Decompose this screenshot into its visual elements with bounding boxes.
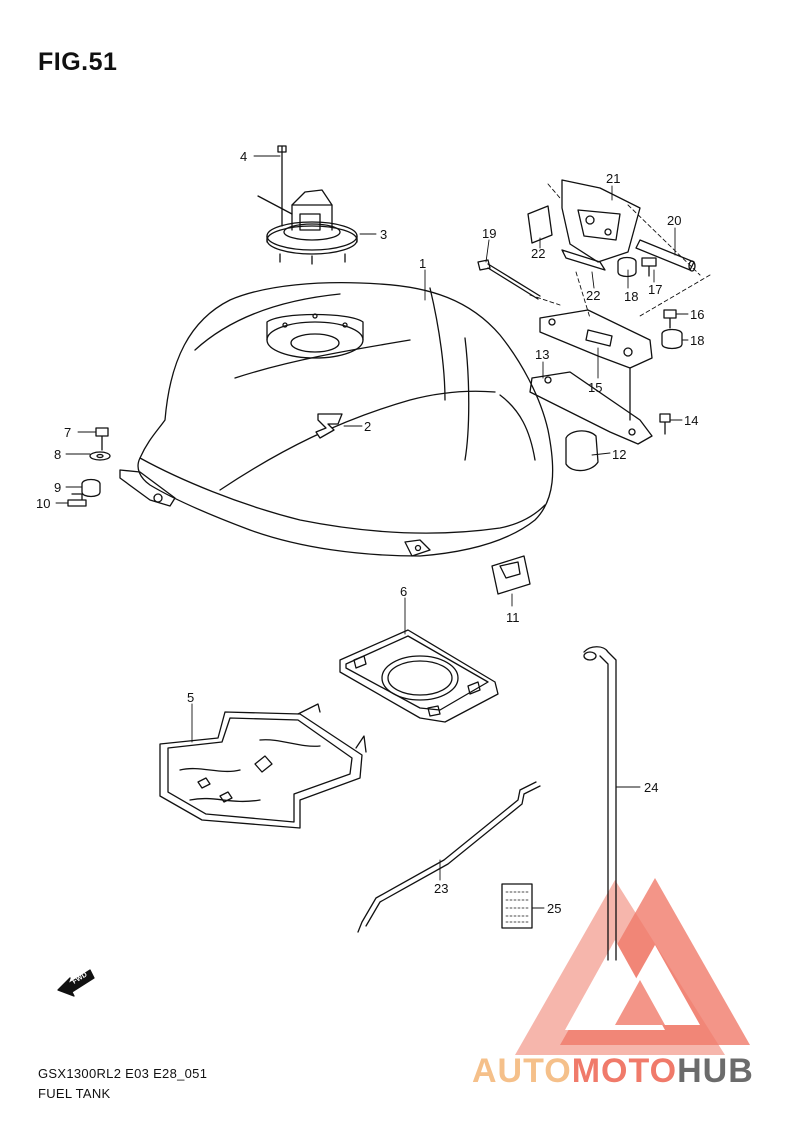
callout-labels: 1 2 3 4 5 6 7 8 9 10 11 12 13 14 15 16 1… <box>36 149 704 916</box>
hose-24 <box>583 646 617 961</box>
watermark-part1: AUTO <box>472 1052 572 1090</box>
cushion-11 <box>491 555 531 595</box>
leader-dashed-lines <box>529 183 711 319</box>
bolt-14 <box>659 413 671 435</box>
callout-leaders <box>55 155 689 909</box>
watermark-wordmark: AUTOMOTOHUB <box>472 1052 754 1090</box>
callout-20: 20 <box>667 213 681 228</box>
bolt-16 <box>663 309 677 329</box>
bolt-4 <box>277 145 287 227</box>
callout-12: 12 <box>612 447 626 462</box>
bolt-19 <box>477 259 541 300</box>
label-25 <box>501 883 533 929</box>
figure-title: FIG.51 <box>38 48 118 76</box>
grommet-18 <box>661 328 683 350</box>
figure-name: FUEL TANK <box>38 1086 111 1101</box>
callout-18a: 18 <box>624 289 638 304</box>
callout-3: 3 <box>380 227 387 242</box>
callout-21: 21 <box>606 171 620 186</box>
watermark-logo <box>515 878 750 1055</box>
callout-25: 25 <box>547 901 561 916</box>
fuel-cap <box>257 189 358 265</box>
fwd-arrow-icon: FWD <box>57 969 95 997</box>
callout-17: 17 <box>648 282 662 297</box>
plate-6 <box>339 629 499 723</box>
hinge-bracket <box>527 179 657 278</box>
callout-8: 8 <box>54 447 61 462</box>
callout-22a: 22 <box>531 246 545 261</box>
bolt-7 <box>95 427 109 451</box>
callout-10: 10 <box>36 496 50 511</box>
callout-14: 14 <box>684 413 698 428</box>
callout-5: 5 <box>187 690 194 705</box>
callout-24: 24 <box>644 780 658 795</box>
rear-bracket <box>539 309 653 421</box>
callout-2: 2 <box>364 419 371 434</box>
pin-20 <box>635 239 696 272</box>
insulator-5 <box>159 703 367 829</box>
callout-6: 6 <box>400 584 407 599</box>
callout-15: 15 <box>588 380 602 395</box>
svg-text:AUTOMOTOHUB: AUTOMOTOHUB <box>472 1052 754 1090</box>
rod-23 <box>357 781 541 933</box>
cushion-12 <box>565 430 599 472</box>
fuel-tank <box>119 282 554 557</box>
callout-19: 19 <box>482 226 496 241</box>
callout-11: 11 <box>506 610 520 625</box>
callout-13: 13 <box>535 347 549 362</box>
callout-1: 1 <box>419 256 426 271</box>
callout-4: 4 <box>240 149 247 164</box>
callout-22b: 22 <box>586 288 600 303</box>
watermark-part2: MOTO <box>572 1052 677 1090</box>
model-code: GSX1300RL2 E03 E28_051 <box>38 1066 208 1081</box>
callout-18b: 18 <box>690 333 704 348</box>
washer-8 <box>89 451 111 461</box>
stay-13 <box>529 371 653 445</box>
watermark-part3: HUB <box>677 1052 754 1090</box>
cushion-9 <box>81 478 101 498</box>
callout-23: 23 <box>434 881 448 896</box>
callout-16: 16 <box>690 307 704 322</box>
callout-7: 7 <box>64 425 71 440</box>
callout-9: 9 <box>54 480 61 495</box>
collar-10 <box>67 493 87 507</box>
